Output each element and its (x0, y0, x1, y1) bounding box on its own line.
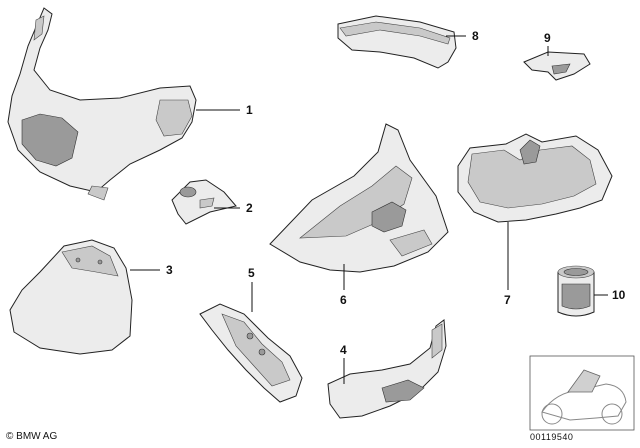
callout-4: 4 (340, 343, 347, 357)
part-10-cylinder (557, 265, 595, 317)
callout-2: 2 (246, 201, 253, 215)
callout-6: 6 (340, 293, 347, 307)
part-7-inner-panel (457, 133, 613, 223)
callout-10: 10 (612, 288, 626, 302)
part-6-side-panel (269, 123, 449, 273)
callout-3: 3 (166, 263, 173, 277)
part-4-belly-pan (327, 319, 447, 419)
part-1-front-fairing (7, 7, 197, 201)
part-8-pad (337, 15, 457, 69)
document-number: 00119540 (530, 432, 574, 442)
part-3-seat-cowl (9, 239, 133, 355)
callout-5: 5 (248, 266, 255, 280)
part-9-clip (523, 51, 591, 81)
part-5-lower-cover (199, 303, 303, 403)
part-2-bracket (171, 179, 237, 225)
callout-8: 8 (472, 29, 479, 43)
leader-lines (130, 35, 608, 384)
callout-9: 9 (544, 31, 551, 45)
callout-7: 7 (504, 293, 511, 307)
thumbnail-inset (529, 355, 635, 431)
callout-1: 1 (246, 103, 253, 117)
copyright-text: © BMW AG (6, 431, 58, 442)
